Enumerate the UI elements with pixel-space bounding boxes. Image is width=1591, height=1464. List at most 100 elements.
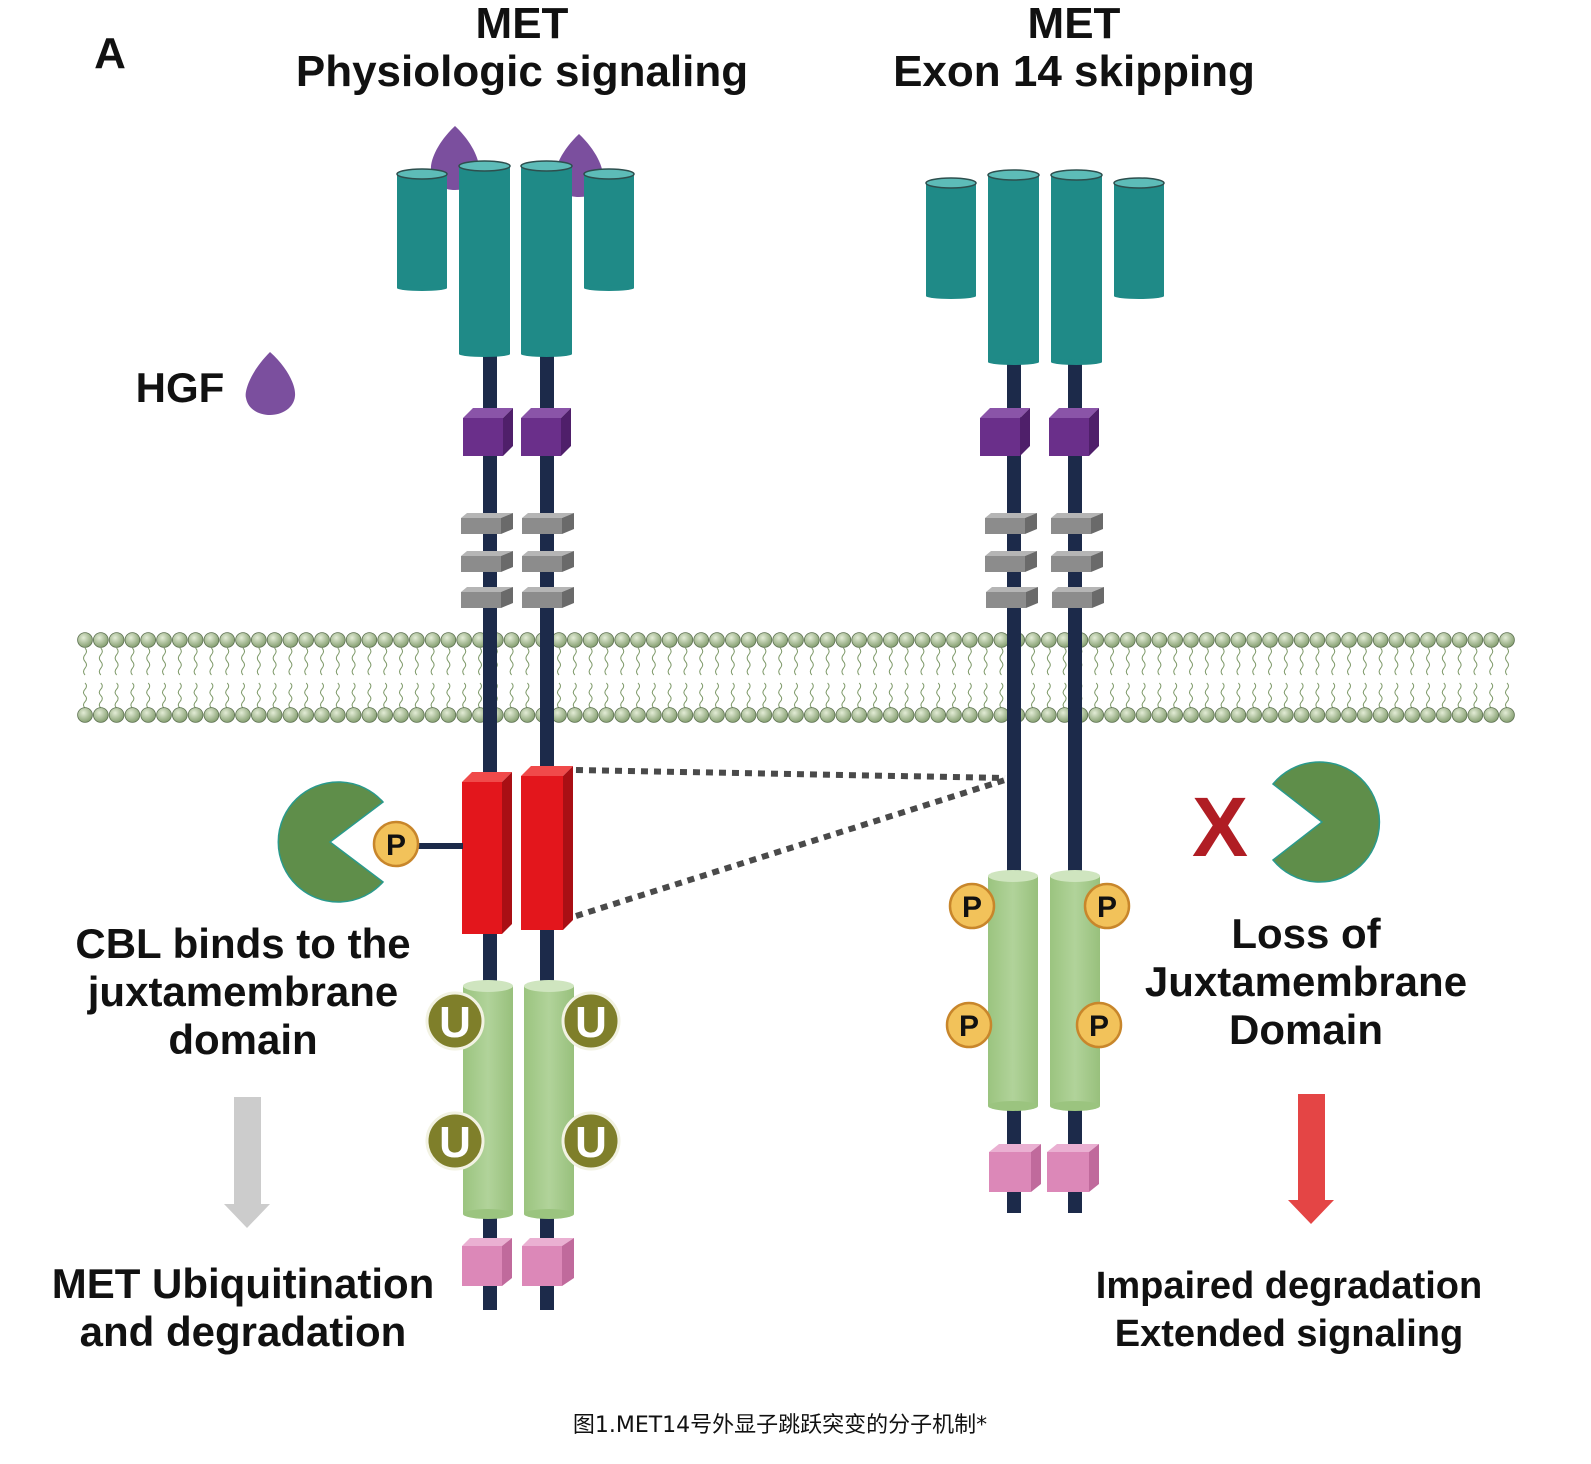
lipid-tail <box>572 682 577 709</box>
lipid-tail <box>999 647 1004 676</box>
lipid-tail <box>335 682 340 709</box>
lipid-tail <box>1378 647 1383 676</box>
lipid-tail <box>430 682 435 709</box>
psi-domain-cube <box>463 408 513 456</box>
lipid-head <box>645 707 662 723</box>
lipid-head <box>1372 632 1389 648</box>
lipid-head <box>1278 707 1294 723</box>
lipid-head <box>930 632 946 648</box>
lipid-tail <box>1220 682 1225 709</box>
lipid-tail <box>778 682 783 709</box>
lipid-tail <box>620 647 625 676</box>
lipid-tail <box>1062 682 1067 709</box>
phospho-badge: P <box>1075 1001 1123 1049</box>
lipid-head <box>598 707 615 723</box>
lipid-head <box>1357 707 1373 723</box>
lipid-head <box>1451 707 1468 723</box>
lipid-head <box>377 632 394 648</box>
lipid-head <box>187 632 204 648</box>
lipid-head <box>946 632 962 648</box>
lipid-head <box>440 632 457 648</box>
svg-text:P: P <box>386 829 406 862</box>
lipid-head <box>803 632 820 648</box>
lipid-head <box>503 632 520 648</box>
lipid-head <box>393 707 409 723</box>
cbl-text-line1: CBL binds to the <box>75 920 410 967</box>
lipid-tail <box>209 682 214 709</box>
lipid-tail <box>256 647 261 676</box>
lipid-head <box>456 707 473 723</box>
lipid-head <box>661 632 678 648</box>
lipid-head <box>1420 707 1436 723</box>
lipid-tail <box>1268 682 1272 709</box>
lipid-head <box>1404 632 1420 648</box>
lipid-tail <box>667 647 672 676</box>
lipid-tail <box>1046 647 1051 676</box>
lipid-head <box>1088 632 1104 648</box>
lipid-tail <box>778 647 783 676</box>
lipid-tail <box>209 647 214 676</box>
lipid-head <box>235 632 251 648</box>
lipid-head <box>598 632 615 648</box>
lipid-tail <box>1236 682 1241 709</box>
lipid-tail <box>1252 647 1257 676</box>
lipid-head <box>882 707 899 723</box>
lipid-tail <box>1283 647 1288 676</box>
lipid-tail <box>1441 647 1446 676</box>
lipid-head <box>345 707 362 723</box>
cbl-pacman-icon <box>277 781 385 903</box>
lipid-tail <box>146 647 151 676</box>
lipid-head <box>566 707 583 723</box>
lipid-head <box>756 707 773 723</box>
lipid-head <box>187 707 204 723</box>
lipid-head <box>645 632 662 648</box>
lipid-tail <box>1173 647 1178 676</box>
lipid-tail <box>952 682 956 709</box>
lipid-head <box>203 632 220 648</box>
lipid-tail <box>1362 682 1367 709</box>
lipid-tail <box>414 682 419 709</box>
lipid-head <box>1199 632 1215 648</box>
cell-membrane <box>77 632 1515 723</box>
lipid-head <box>108 707 125 723</box>
hgf-label: HGF <box>136 364 225 411</box>
lipid-tail <box>1331 682 1336 709</box>
sema-domain-cylinder <box>1050 169 1103 365</box>
lipid-tail <box>557 682 561 709</box>
lipid-tail <box>478 682 482 709</box>
lipid-tail <box>715 647 719 676</box>
lipid-head <box>93 707 109 723</box>
panel-label: A <box>94 29 126 78</box>
lipid-head <box>819 632 836 648</box>
lipid-head <box>851 632 867 648</box>
lipid-head <box>1151 632 1168 648</box>
lipid-head <box>724 707 741 723</box>
lipid-head <box>1199 707 1215 723</box>
lipid-tail <box>794 682 798 709</box>
lipid-head <box>361 632 378 648</box>
svg-text:P: P <box>962 891 982 924</box>
lipid-head <box>898 707 915 723</box>
right-title-line1: MET <box>1028 0 1121 48</box>
lipid-head <box>140 632 157 648</box>
lipid-head <box>630 707 646 723</box>
lipid-tail <box>636 647 640 676</box>
svg-text:U: U <box>575 998 607 1047</box>
lipid-tail <box>1394 682 1399 709</box>
lipid-tail <box>1204 647 1209 676</box>
lipid-tail <box>288 682 293 709</box>
lipid-head <box>1309 707 1326 723</box>
lipid-head <box>819 707 836 723</box>
lipid-head <box>1246 632 1262 648</box>
lipid-tail <box>430 647 435 676</box>
lipid-tail <box>304 647 309 676</box>
lipid-head <box>1483 707 1499 723</box>
lipid-tail <box>383 682 388 709</box>
lipid-tail <box>841 682 846 709</box>
lipid-tail <box>399 682 403 709</box>
lipid-head <box>329 707 346 723</box>
gray-down-arrow-icon <box>224 1097 270 1228</box>
lipid-tail <box>667 682 672 709</box>
ipt-domain-blocks <box>985 513 1104 608</box>
figure-caption: 图1.MET14号外显子跳跃突变的分子机制* <box>573 1413 987 1438</box>
